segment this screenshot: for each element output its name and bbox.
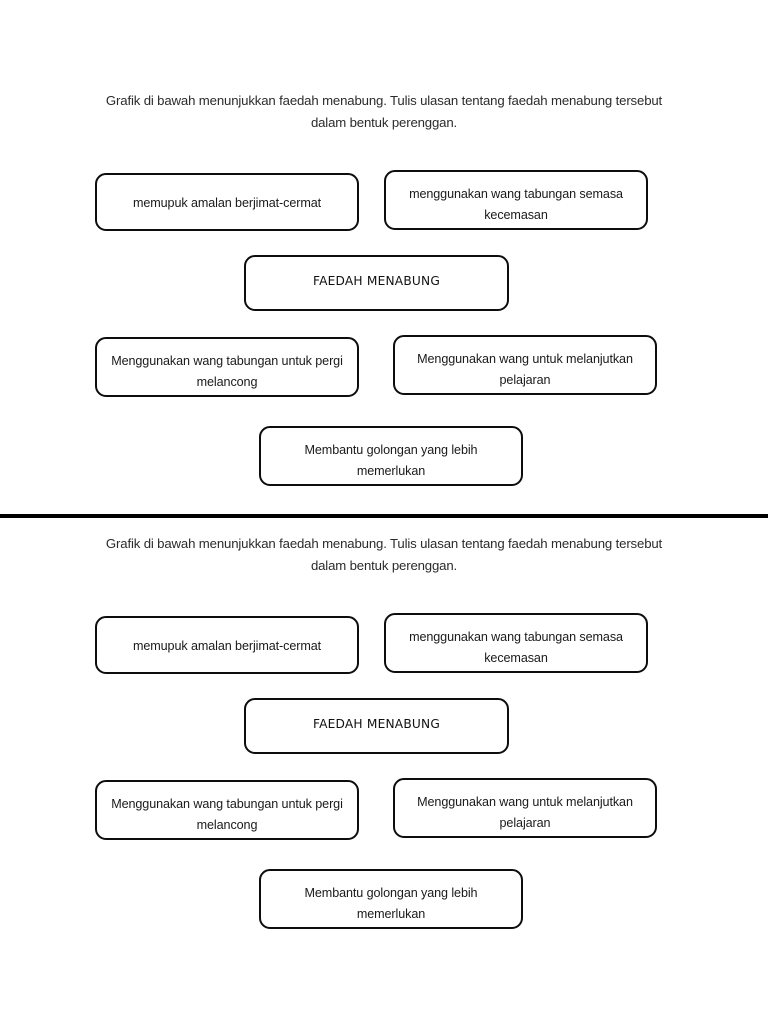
- section-2-node-row3-right: Menggunakan wang untuk melanjutkan pelaj…: [393, 778, 657, 838]
- section-divider-rule: [0, 514, 768, 518]
- section-1-node-row4-center: Membantu golongan yang lebih memerlukan: [259, 426, 523, 486]
- section-1-node-row3-right: Menggunakan wang untuk melanjutkan pelaj…: [393, 335, 657, 395]
- section-1-node-row3-left: Menggunakan wang tabungan untuk pergi me…: [95, 337, 359, 397]
- section-1-node-row1-right: menggunakan wang tabungan semasa kecemas…: [384, 170, 648, 230]
- section-2-node-row1-right: menggunakan wang tabungan semasa kecemas…: [384, 613, 648, 673]
- section-2-instruction-text: Grafik di bawah menunjukkan faedah menab…: [105, 536, 663, 573]
- section-2-node-center-title: FAEDAH MENABUNG: [244, 698, 509, 754]
- section-1-node-row1-left: memupuk amalan berjimat-cermat: [95, 173, 359, 231]
- section-1-node-center-title: FAEDAH MENABUNG: [244, 255, 509, 311]
- section-1-instruction-text: Grafik di bawah menunjukkan faedah menab…: [105, 93, 663, 130]
- section-2-node-row4-center: Membantu golongan yang lebih memerlukan: [259, 869, 523, 929]
- section-2-node-row1-left: memupuk amalan berjimat-cermat: [95, 616, 359, 674]
- section-2-node-row3-left: Menggunakan wang tabungan untuk pergi me…: [95, 780, 359, 840]
